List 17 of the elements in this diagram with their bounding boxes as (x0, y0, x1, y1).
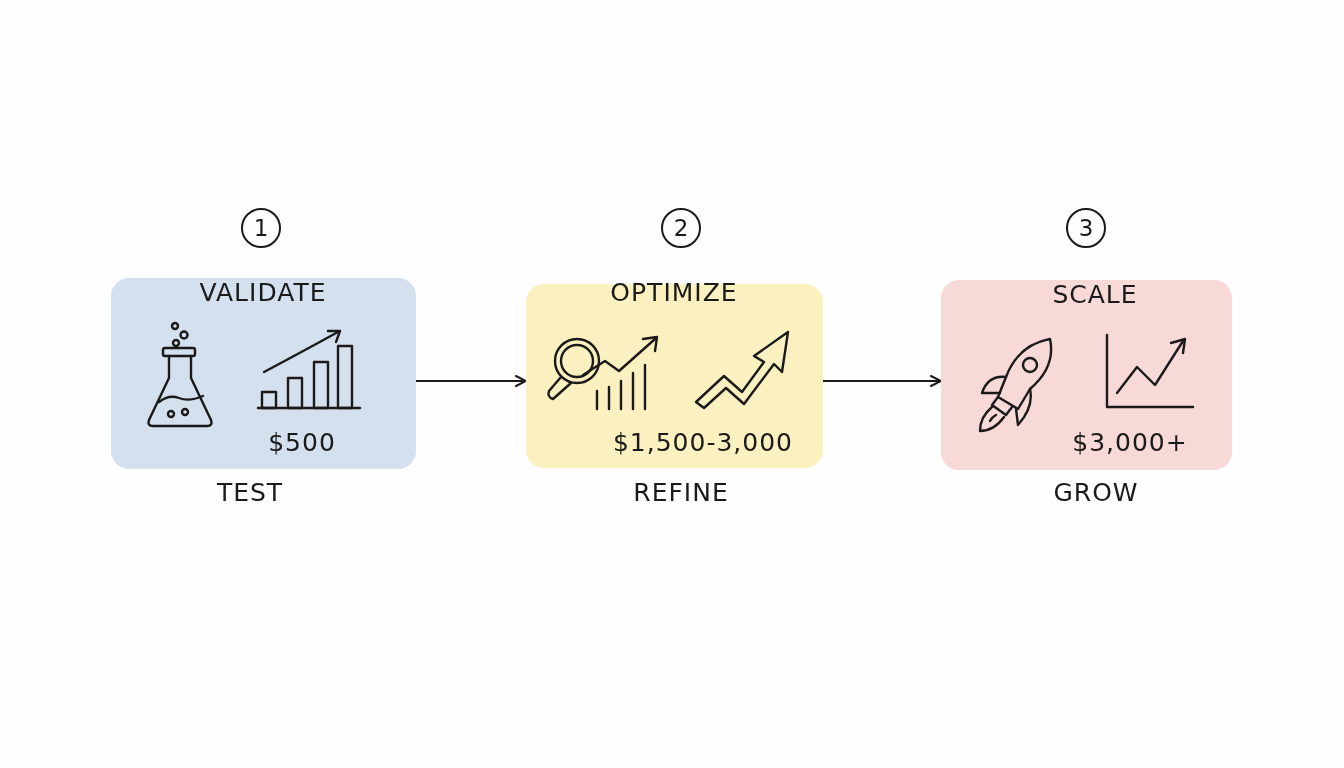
stage-title: SCALE (1052, 280, 1138, 310)
step-number: 1 (241, 208, 281, 248)
arrow (415, 375, 527, 387)
budget-amount: $500 (268, 428, 336, 458)
stage-card (526, 284, 823, 468)
stage-title: VALIDATE (199, 278, 327, 308)
step-number: 3 (1066, 208, 1106, 248)
stage-card (111, 278, 416, 469)
step-number: 2 (661, 208, 701, 248)
arrow (822, 375, 942, 387)
stage-caption: TEST (216, 478, 284, 508)
budget-amount: $1,500-3,000 (612, 428, 794, 458)
stage-caption: GROW (1053, 478, 1139, 508)
budget-amount: $3,000+ (1072, 428, 1188, 458)
stage-title: OPTIMIZE (610, 278, 738, 308)
stage-card (941, 280, 1232, 470)
stage-caption: REFINE (633, 478, 729, 508)
